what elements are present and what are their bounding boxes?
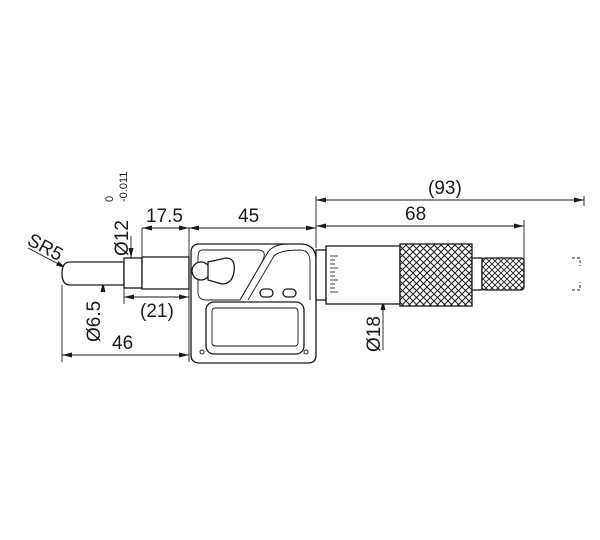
button-left bbox=[259, 288, 274, 298]
spindle bbox=[61, 261, 125, 286]
screw-left bbox=[199, 349, 205, 355]
display-body-curve-inner bbox=[247, 249, 311, 301]
display-body-inner bbox=[197, 249, 265, 301]
label-stem-tol-lower: -0.011 bbox=[118, 172, 130, 202]
thimble-ring bbox=[471, 257, 483, 291]
micrometer-geometry bbox=[61, 243, 581, 364]
thimble-graduated bbox=[325, 245, 401, 305]
label-spindle-diameter: Ø6.5 bbox=[84, 301, 105, 342]
dimension-lines bbox=[27, 197, 584, 358]
label-stem-length: (21) bbox=[140, 301, 174, 322]
label-total-length: (93) bbox=[428, 178, 462, 199]
thimble-knurled bbox=[399, 243, 473, 307]
label-thimble-diameter: Ø18 bbox=[364, 316, 385, 352]
screw-right bbox=[303, 349, 309, 355]
ratchet-knob bbox=[481, 257, 525, 291]
label-spindle-length: 17.5 bbox=[146, 206, 183, 227]
label-ball-radius: SR5 bbox=[24, 230, 67, 266]
button-right bbox=[282, 288, 297, 298]
graduation-marks bbox=[330, 255, 338, 293]
lcd-window bbox=[211, 307, 299, 347]
stem bbox=[123, 257, 143, 289]
lock-knob bbox=[191, 261, 211, 281]
label-stem-tol-upper: 0 bbox=[104, 196, 116, 202]
label-body-length: 45 bbox=[238, 206, 259, 227]
label-thimble-length: 68 bbox=[405, 204, 426, 225]
lcd-frame bbox=[205, 301, 305, 355]
label-stem-diameter: Ø12 bbox=[112, 220, 133, 256]
centerline-hint bbox=[572, 257, 581, 291]
dim-line-ball-radius bbox=[27, 247, 67, 269]
dimension-labels: (93) 68 17.5 45 46 (21) SR5 Ø6.5 Ø12 0 -… bbox=[24, 172, 462, 354]
sleeve bbox=[315, 249, 327, 301]
lock-lever bbox=[207, 257, 235, 285]
label-overall-front: 46 bbox=[112, 333, 133, 354]
display-body-curve bbox=[239, 243, 289, 301]
stem-collar bbox=[141, 256, 190, 290]
